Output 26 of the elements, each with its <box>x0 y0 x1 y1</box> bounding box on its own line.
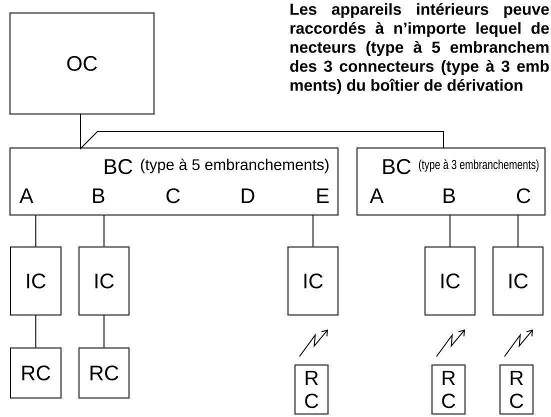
port-letter: B <box>93 188 104 203</box>
port-letter: E <box>317 188 329 203</box>
port-letter: A <box>370 188 384 203</box>
controller-box: RC <box>78 348 130 398</box>
connector-line <box>35 215 36 247</box>
controller-box: RC <box>10 348 62 398</box>
port-letter: D <box>242 188 254 203</box>
unit-box: IC <box>424 246 476 316</box>
controller-box: R C <box>294 364 328 414</box>
note-text: Les appareils intérieurs peuve raccordés à n’importe lequel de necteurs (type à 5 embranchem des 3 connecteurs (type à 3 emb ments) du boîtier de dérivation <box>290 3 549 94</box>
wireless-arrow <box>299 330 328 357</box>
unit-box: IC <box>492 246 544 316</box>
connector-line <box>312 215 314 247</box>
wireless-arrow <box>436 330 465 357</box>
unit-box: IC <box>78 246 130 316</box>
controller-box: R C <box>500 364 534 414</box>
connector-line <box>35 315 36 348</box>
unit-box: IC <box>288 246 338 316</box>
port-letter: B <box>444 188 455 203</box>
port-letter: C <box>516 188 530 204</box>
unit-box: IC <box>10 246 62 316</box>
port-letter: A <box>19 188 34 203</box>
port-letter: C <box>166 188 180 204</box>
controller-box: R C <box>432 364 466 414</box>
wireless-arrow <box>504 330 533 357</box>
unit-box: OC <box>10 12 154 114</box>
